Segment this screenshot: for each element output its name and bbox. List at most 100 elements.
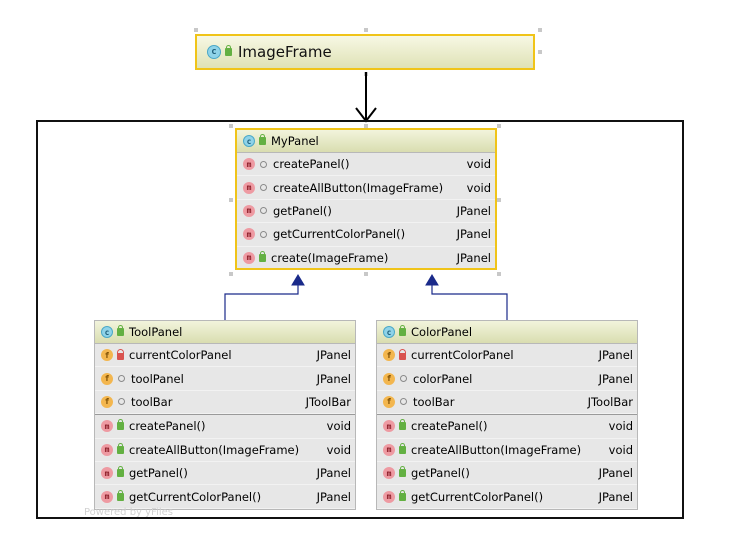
return-type: void [608,419,633,434]
class-node-toolpanel[interactable]: c ToolPanel f currentColorPanel JPanel f… [94,320,356,510]
class-icon: c [101,326,113,338]
method-icon: m [383,467,395,480]
public-visibility-icon [117,466,124,478]
return-type: JPanel [316,489,351,504]
package-visibility-icon [260,160,267,168]
method-icon: m [243,158,255,171]
class-name: ImageFrame [238,43,332,61]
field-row[interactable]: f toolBar JToolBar [377,391,637,415]
package-visibility-icon [118,398,125,406]
return-type: JPanel [456,250,491,265]
class-icon: c [207,45,221,59]
class-node-mypanel[interactable]: c MyPanel m createPanel() void m createA… [235,128,497,270]
field-type: JPanel [316,371,351,386]
selection-handle[interactable] [364,272,368,276]
selection-handle[interactable] [497,198,501,202]
method-row[interactable]: m getPanel() JPanel [377,462,637,486]
method-row[interactable]: m createAllButton(ImageFrame) void [377,439,637,462]
method-signature: getPanel() [411,466,470,481]
field-icon: f [383,372,395,385]
method-signature: createAllButton(ImageFrame) [129,442,300,457]
selection-handle[interactable] [364,28,368,32]
public-visibility-icon [117,419,124,431]
return-type: JPanel [598,466,633,481]
method-row[interactable]: m getCurrentColorPanel() JPanel [95,485,355,509]
field-type: JToolBar [305,394,351,409]
public-visibility-icon [399,419,406,431]
class-header: c ColorPanel [377,321,637,344]
public-visibility-icon [117,489,124,501]
public-visibility-icon [225,45,232,56]
method-icon: m [101,467,113,480]
field-name: toolBar [413,394,455,409]
field-row[interactable]: f currentColorPanel JPanel [377,344,637,368]
method-icon: m [101,420,113,433]
field-icon: f [101,349,113,362]
method-row[interactable]: m createPanel() void [95,414,355,439]
return-type: void [326,442,351,457]
field-name: currentColorPanel [129,348,232,363]
method-icon: m [101,443,113,456]
method-icon: m [101,490,113,503]
field-row[interactable]: f currentColorPanel JPanel [95,344,355,368]
method-signature: createAllButton(ImageFrame) [273,180,444,195]
selection-handle[interactable] [194,28,198,32]
selection-handle[interactable] [497,272,501,276]
method-icon: m [383,420,395,433]
return-type: void [608,442,633,457]
selection-handle[interactable] [364,124,368,128]
class-node-colorpanel[interactable]: c ColorPanel f currentColorPanel JPanel … [376,320,638,510]
class-name: MyPanel [271,134,319,148]
class-icon: c [383,326,395,338]
public-visibility-icon [399,325,406,336]
selection-handle[interactable] [229,198,233,202]
class-name: ToolPanel [129,325,183,339]
field-row[interactable]: f colorPanel JPanel [377,367,637,391]
method-signature: getCurrentColorPanel() [129,489,262,504]
public-visibility-icon [399,466,406,478]
class-header: c ToolPanel [95,321,355,344]
class-node-imageframe[interactable]: c ImageFrame [195,34,535,70]
field-name: toolPanel [131,371,184,386]
method-signature: createPanel() [411,419,488,434]
method-row[interactable]: m getCurrentColorPanel() JPanel [377,485,637,509]
method-row[interactable]: m createAllButton(ImageFrame) void [237,176,495,200]
selection-handle[interactable] [229,272,233,276]
watermark: Powered by yFiles [84,507,173,518]
method-row[interactable]: m getCurrentColorPanel() JPanel [237,223,495,247]
method-signature: create(ImageFrame) [271,250,389,265]
method-row[interactable]: m createPanel() void [377,414,637,439]
method-row[interactable]: m createPanel() void [237,153,495,177]
method-signature: createPanel() [273,157,350,172]
package-visibility-icon [400,375,407,383]
method-signature: getPanel() [273,203,332,218]
method-icon: m [243,204,255,217]
public-visibility-icon [399,442,406,454]
method-row[interactable]: m getPanel() JPanel [237,200,495,224]
selection-handle[interactable] [538,50,542,54]
method-row[interactable]: m createAllButton(ImageFrame) void [95,439,355,462]
public-visibility-icon [117,325,124,336]
field-icon: f [101,372,113,385]
package-frame [36,120,684,519]
selection-handle[interactable] [538,28,542,32]
method-row[interactable]: m create(ImageFrame) JPanel [237,247,495,268]
field-name: currentColorPanel [411,348,514,363]
field-type: JPanel [598,348,633,363]
package-visibility-icon [260,207,267,215]
method-icon: m [383,490,395,503]
return-type: JPanel [456,227,491,242]
method-signature: getCurrentColorPanel() [273,227,406,242]
field-row[interactable]: f toolPanel JPanel [95,367,355,391]
selection-handle[interactable] [497,124,501,128]
private-lock-icon [117,348,124,360]
method-row[interactable]: m getPanel() JPanel [95,462,355,486]
class-icon: c [243,135,255,147]
public-visibility-icon [117,442,124,454]
selection-handle[interactable] [229,124,233,128]
method-signature: getPanel() [129,466,188,481]
class-header: c MyPanel [237,130,495,153]
public-visibility-icon [259,250,266,262]
field-row[interactable]: f toolBar JToolBar [95,391,355,415]
